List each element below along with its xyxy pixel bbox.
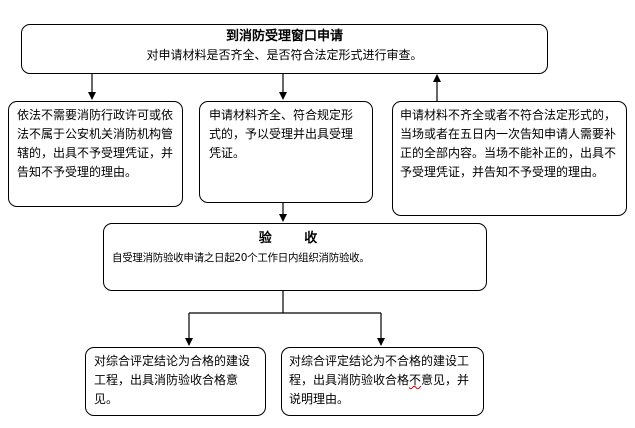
fail-text-part-c: 意见，并说明理由。: [289, 373, 470, 406]
not-accepted-text: 依法不需要消防行政许可或依法不属于公安机关消防机构管辖的，出具不予受理凭证，并告…: [17, 108, 174, 179]
accepted-box: [199, 101, 373, 203]
fail-text-part-a: 对综合评定结论为不合格的建设工程，出具消防验收合格: [289, 354, 470, 387]
not-accepted-box: [8, 101, 183, 207]
apply-box: [21, 24, 548, 74]
pass-box: [85, 347, 266, 416]
accepted-text: 申请材料齐全、符合规定形式的，予以受理并出具受理凭证。: [209, 108, 354, 160]
inspection-body: 自受理消防验收申请之日起20个工作日内组织消防验收。: [112, 252, 370, 264]
inspection-title: 验 收: [258, 231, 332, 246]
pass-text: 对综合评定结论为合格的建设工程，出具消防验收合格意见。: [94, 354, 251, 406]
inspection-box: [103, 223, 487, 291]
apply-body: 对申请材料是否齐全、是否符合法定形式进行审查。: [146, 48, 423, 62]
fail-box: [281, 347, 484, 416]
fail-text: 对综合评定结论为不合格的建设工程，出具消防验收合格不意见，并说明理由。: [289, 352, 477, 409]
apply-title: 到消防受理窗口申请: [225, 29, 343, 44]
incomplete-box: [392, 101, 627, 216]
incomplete-text: 申请材料不齐全或者不符合法定形式的，当场或者在五日内一次告知申请人需要补正的全部…: [400, 108, 617, 179]
fail-text-underlined: 不: [409, 373, 422, 387]
